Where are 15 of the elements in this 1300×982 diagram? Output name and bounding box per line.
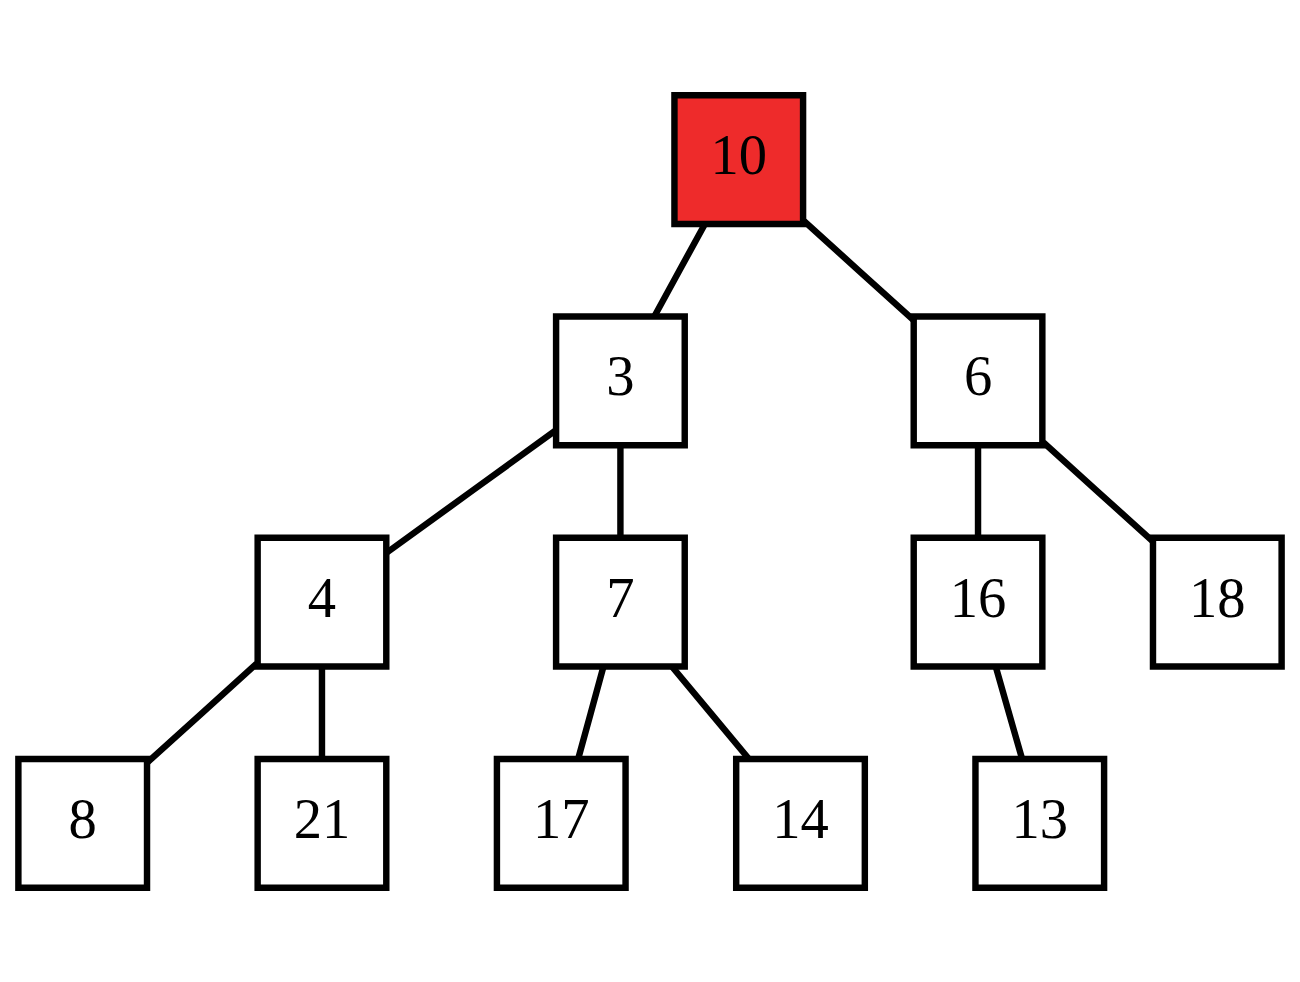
node-box: 3: [552, 312, 688, 448]
node-box: 18: [1149, 534, 1285, 670]
node-box: 10: [671, 91, 807, 227]
node-box: 21: [254, 755, 390, 891]
connector: [318, 666, 326, 758]
node-box: 13: [972, 755, 1108, 891]
node-box: 16: [910, 534, 1046, 670]
connector: [974, 445, 982, 537]
connector: [617, 445, 624, 537]
node-box: 7: [552, 534, 688, 670]
node-box: 8: [15, 755, 151, 891]
node-box: 6: [910, 312, 1046, 448]
node-box: 14: [732, 755, 869, 891]
node-box: 4: [254, 534, 390, 670]
node-box: 17: [493, 755, 629, 891]
